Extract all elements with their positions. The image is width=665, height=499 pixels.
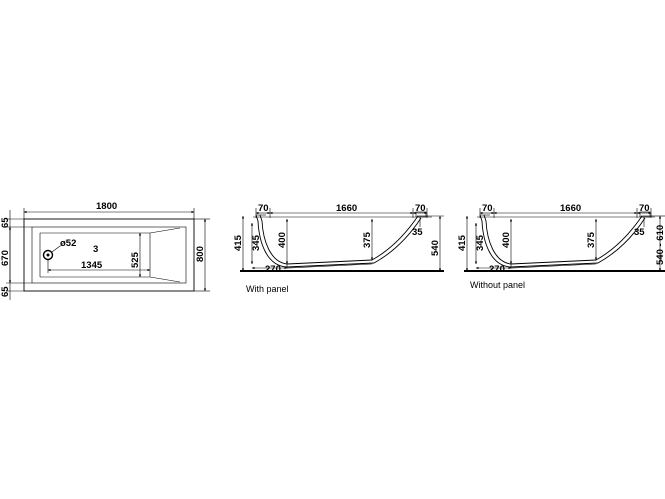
with-panel-inner-length-label: 1660	[336, 203, 357, 214]
plan-view: 1800 800 65 670 65 ø52 3 1345 525	[0, 201, 210, 300]
plan-rim-bottom-label: 65	[0, 286, 11, 297]
tub-section-profile	[259, 214, 419, 265]
plan-length-label: 1800	[96, 201, 117, 212]
without-panel-overall-height-label: 415	[457, 234, 468, 251]
without-panel-caption: Without panel	[470, 280, 525, 290]
plan-width-label: 800	[195, 246, 206, 262]
without-panel-rim-left-label: 70	[482, 203, 493, 214]
without-panel-rim-right-label: 70	[639, 203, 650, 214]
bottom-length-label: 1345	[81, 260, 103, 271]
without-panel-outlet-depth-label: 345	[475, 234, 486, 251]
tub-bottom-outline	[40, 227, 181, 283]
with-panel-total-height-label: 540	[430, 240, 441, 256]
with-panel-overall-height-label: 415	[233, 234, 244, 251]
drain-center	[46, 253, 50, 257]
with-panel-foot-height-label: 35	[412, 227, 423, 238]
with-panel-foot-offset-label: 270	[265, 264, 281, 275]
tub-inner-basin	[31, 226, 187, 284]
with-panel-depth-left-label: 400	[277, 232, 288, 248]
without-panel-depth-left-label: 400	[501, 232, 512, 248]
section-without-panel: 70 1660 70 415 345 400 375 270 35 540 - …	[457, 203, 665, 290]
plan-rim-top-label: 65	[0, 217, 11, 228]
drain-diameter-label: ø52	[60, 238, 76, 249]
with-panel-rim-left-label: 70	[258, 203, 269, 214]
without-panel-depth-right-label: 375	[586, 231, 597, 248]
section-with-panel: 70 1660 70 415 345 400 375 270 35 540 Wi…	[233, 203, 444, 294]
without-panel-inner-length-label: 1660	[560, 203, 581, 214]
drain-number-label: 3	[93, 244, 98, 255]
plan-inner-width-label: 670	[0, 250, 11, 266]
with-panel-outlet-depth-label: 345	[251, 234, 262, 251]
with-panel-rim-right-label: 70	[415, 203, 426, 214]
without-panel-foot-height-label: 35	[634, 227, 645, 238]
with-panel-depth-right-label: 375	[362, 231, 373, 248]
with-panel-caption: With panel	[246, 284, 289, 294]
bottom-width-label: 525	[130, 251, 141, 268]
tub-section-profile	[483, 214, 643, 265]
without-panel-total-height-label: 540 - 610	[655, 225, 665, 265]
without-panel-foot-offset-label: 270	[489, 264, 505, 275]
tub-outer-outline	[23, 218, 195, 292]
